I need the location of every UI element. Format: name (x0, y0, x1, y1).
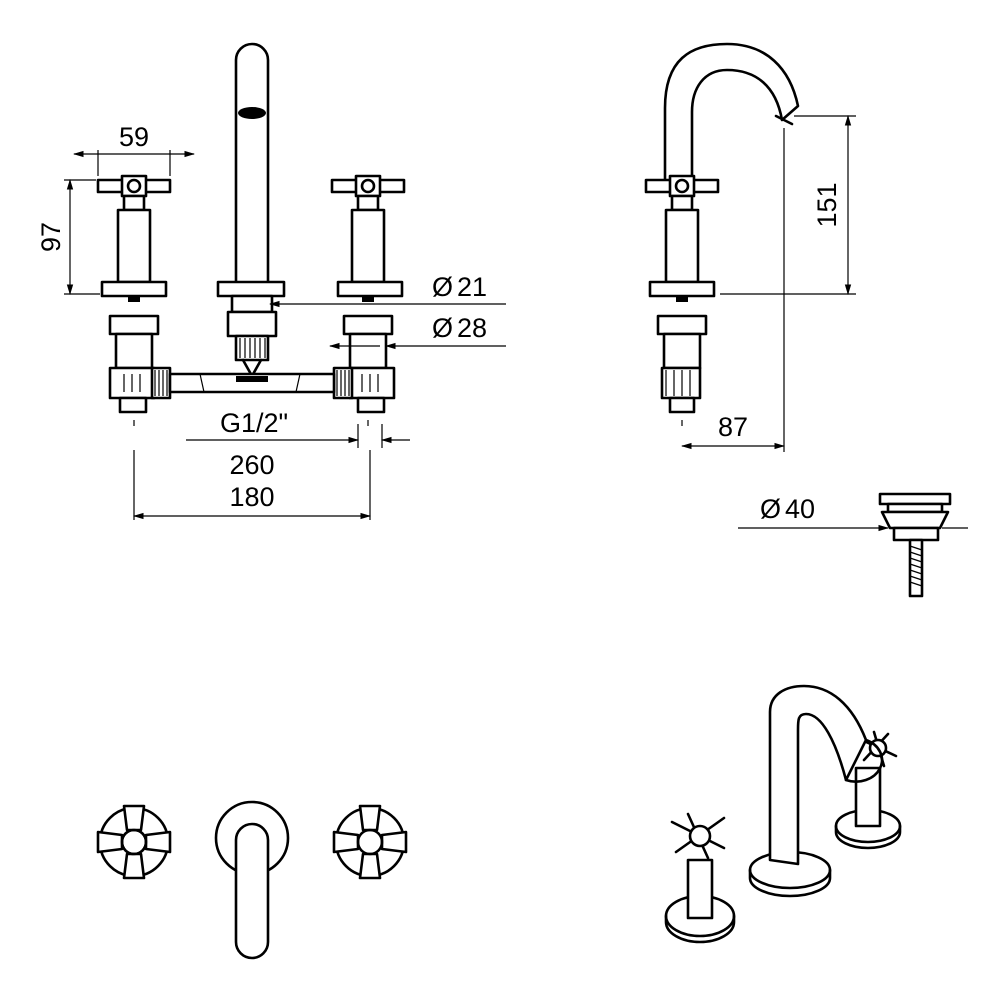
front-left-handle (96, 174, 172, 414)
dim-spread: 260 180 (132, 450, 372, 520)
side-view: 151 87 (644, 42, 856, 452)
dim-180-label: 180 (229, 482, 274, 512)
side-spout (663, 42, 800, 184)
dim-260-label: 260 (229, 450, 274, 480)
side-handle (644, 174, 720, 414)
top-view (96, 800, 408, 960)
dim-151-label: 151 (812, 182, 842, 227)
dim-spout-height: 151 (720, 114, 856, 296)
dim-handle-width: 59 (72, 122, 196, 176)
dim-handle-height: 97 (36, 178, 100, 296)
front-connecting-hose (168, 372, 336, 394)
dim-spout-reach: 87 (680, 128, 786, 452)
top-right-handle (332, 804, 408, 880)
perspective-spout (748, 684, 884, 898)
dim-87-label: 87 (718, 412, 748, 442)
dim-thread-label: G1/2" (220, 408, 288, 438)
dim-59-label: 59 (119, 122, 149, 152)
dim-97-label: 97 (36, 222, 66, 252)
top-spout (214, 800, 290, 960)
perspective-view (664, 684, 902, 944)
top-left-handle (96, 804, 172, 880)
front-right-handle (330, 174, 406, 414)
perspective-left-handle (664, 812, 736, 944)
dim-thread: G1/2" (186, 408, 410, 448)
front-spout (216, 42, 286, 378)
